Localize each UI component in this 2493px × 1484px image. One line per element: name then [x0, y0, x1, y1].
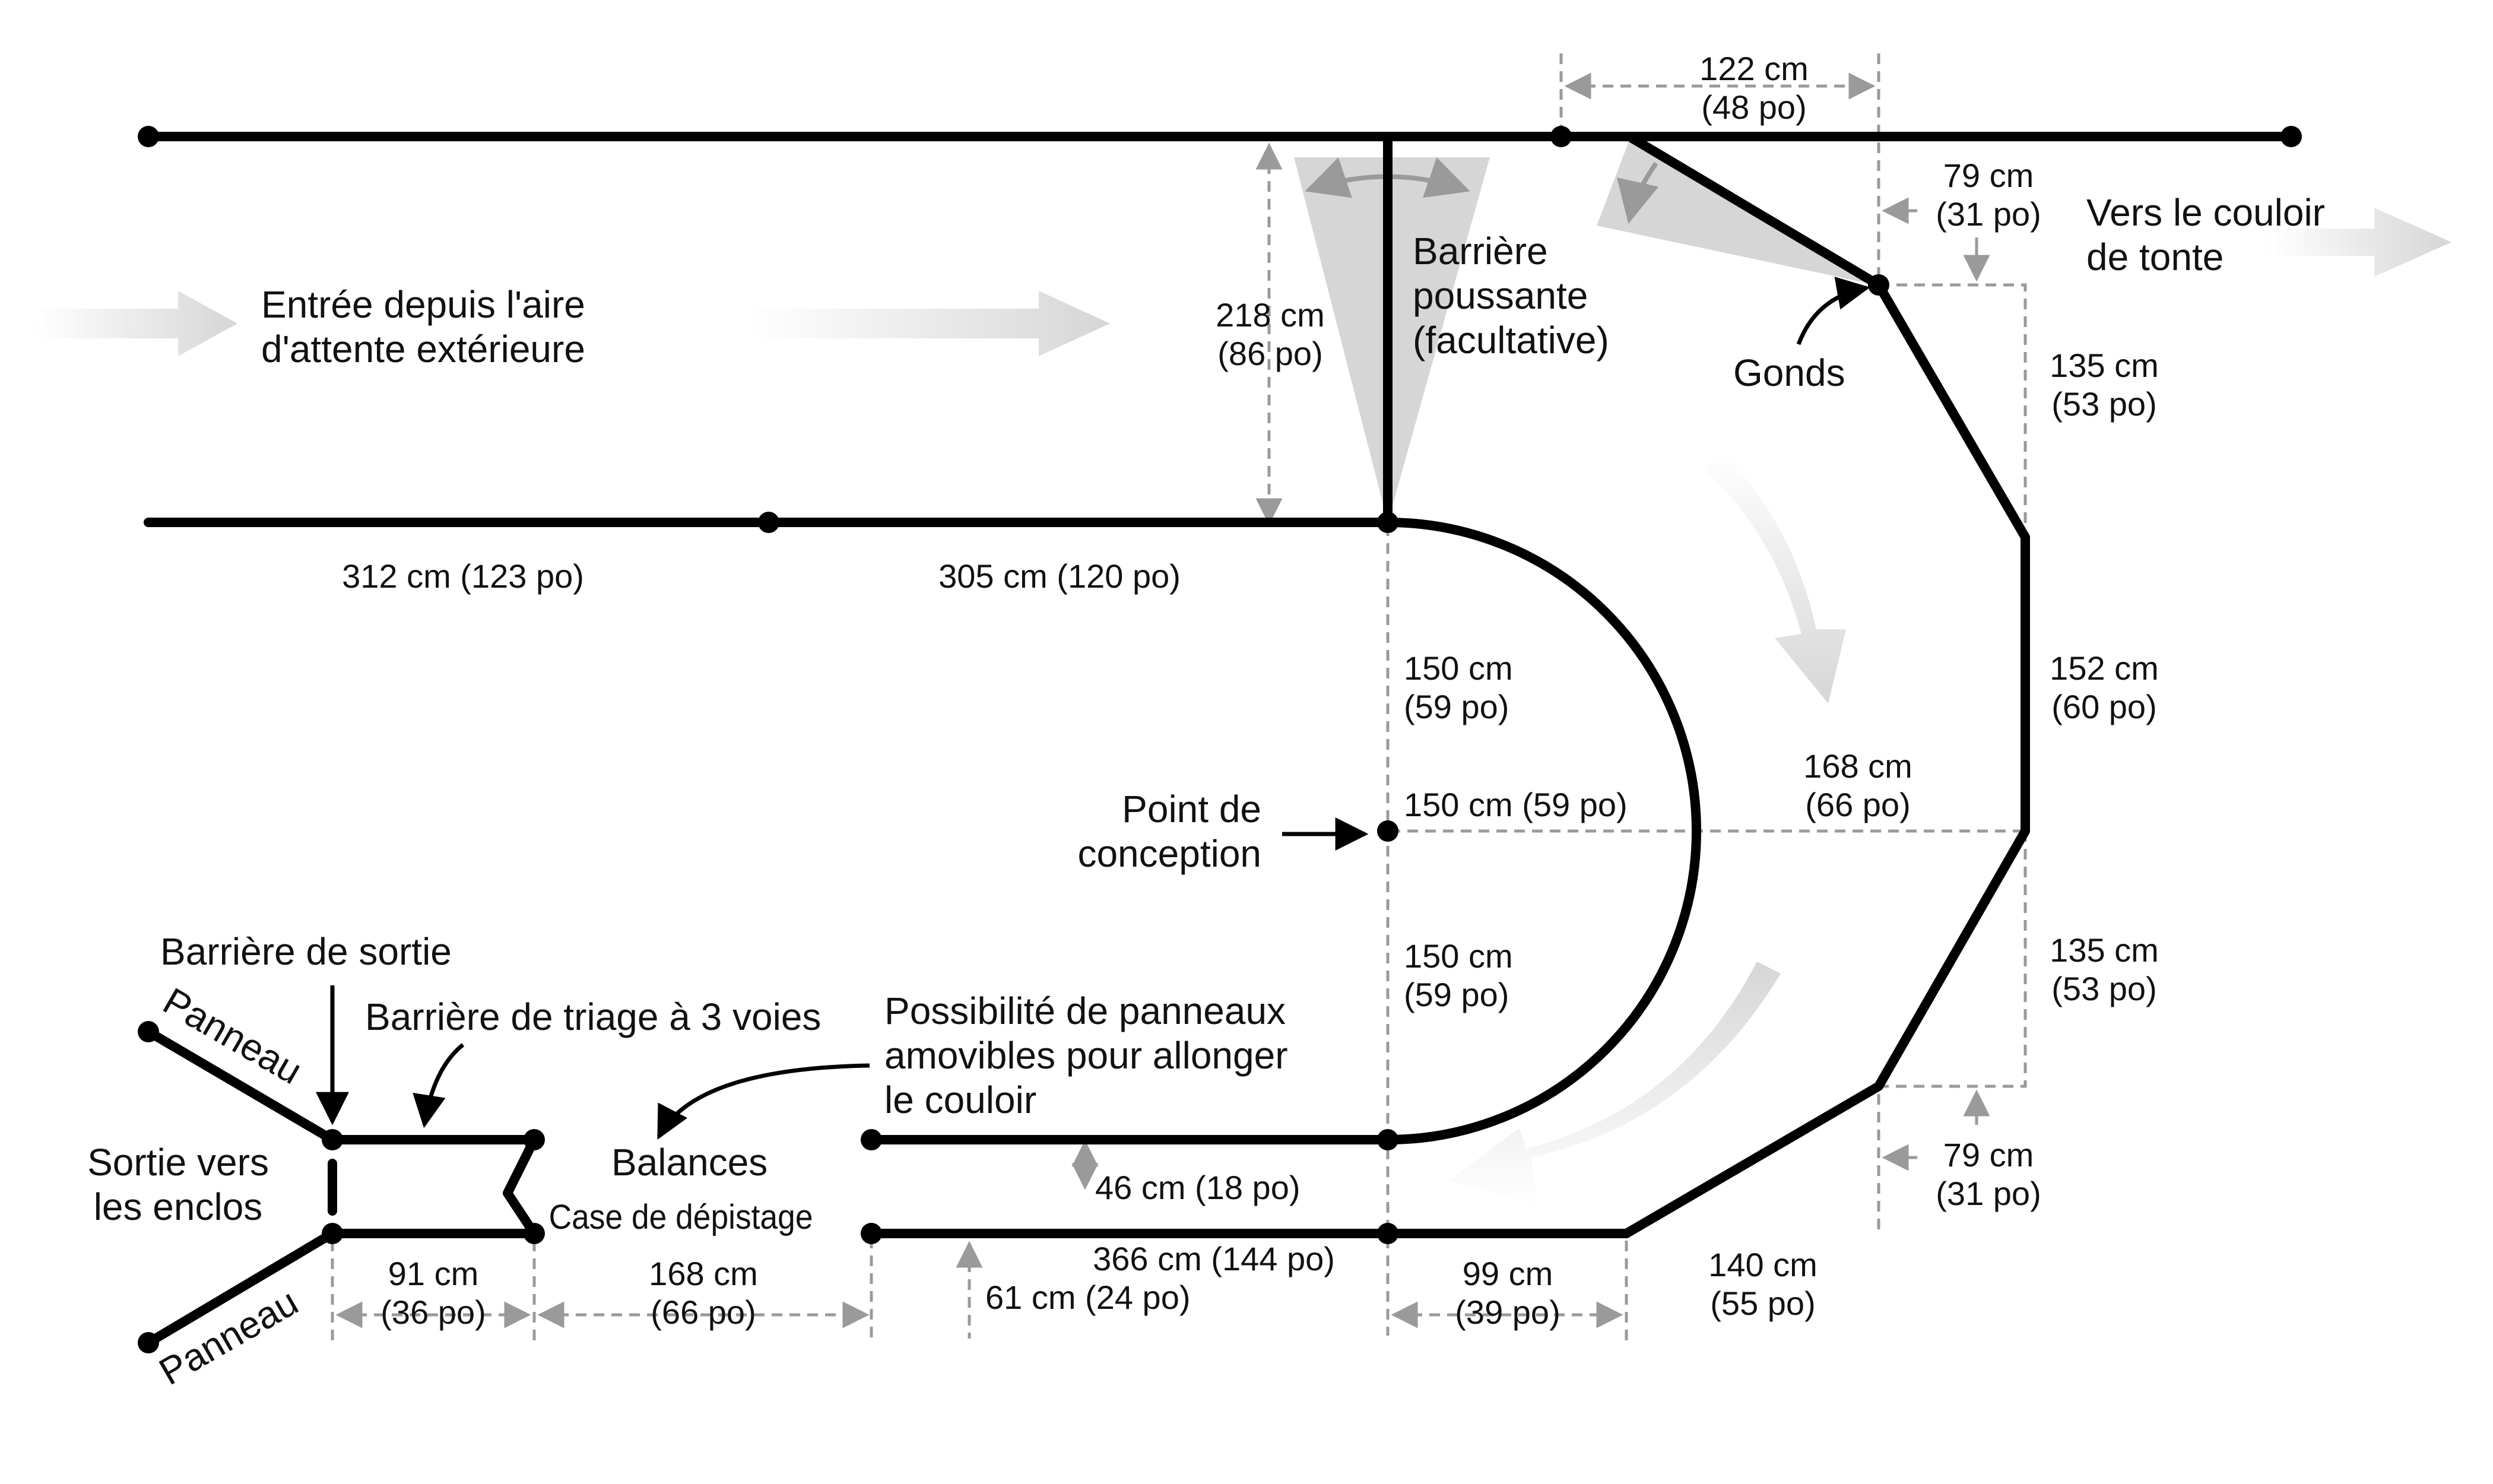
outer-crowd-wall [1622, 280, 2030, 1238]
design-point-dot [1377, 820, 1398, 842]
dim-79a-po: (31 po) [1936, 195, 2041, 233]
panel-top-wall [144, 1027, 337, 1144]
dim-168b-cm: 168 cm [649, 1255, 758, 1292]
curve-flow-arrow-left [1448, 962, 1781, 1205]
dim-91-cm: 91 cm [388, 1255, 479, 1292]
dim-61: 61 cm (24 po) [985, 1279, 1191, 1316]
dim-152-po: (60 po) [2051, 688, 2156, 725]
dim-168a-cm: 168 cm [1803, 747, 1912, 785]
dim-135b-po: (53 po) [2051, 970, 2156, 1007]
dim-79b-po: (31 po) [1936, 1175, 2041, 1212]
dim-46: 46 cm (18 po) [1095, 1169, 1301, 1206]
screening-box-label: Case de dépistage [549, 1198, 813, 1236]
dimension-labels: 122 cm (48 po) 79 cm (31 po) 218 cm (86 … [342, 50, 2159, 1331]
dim-218-po: (86 po) [1217, 335, 1322, 372]
entry-flow-arrow-1 [36, 291, 237, 356]
exit-to-shearing-arrow [2267, 208, 2451, 277]
dim-312: 312 cm (123 po) [342, 557, 584, 595]
panel-bottom-wall [144, 1229, 337, 1347]
walls [144, 132, 2296, 1347]
scales-label: Balances [611, 1141, 767, 1184]
hinged-gate-swing-arrow [1616, 161, 1659, 224]
dim-122-cm: 122 cm [1699, 50, 1809, 87]
removable-panels-label-line3: le couloir [884, 1079, 1036, 1121]
pointer-arrows [316, 277, 1870, 1140]
dim-135b-cm: 135 cm [2050, 931, 2159, 969]
dim-122-po: (48 po) [1701, 88, 1806, 126]
dim-150c-cm: 150 cm [1404, 937, 1513, 975]
dim-79b-cm: 79 cm [1943, 1136, 2034, 1174]
flow-arrows [36, 208, 2451, 1205]
hinged-gate-swing-wedge [1597, 140, 1876, 285]
push-gate-label-line3: (facultative) [1413, 319, 1609, 362]
removable-panels-label-line2: amovibles pour allonger [884, 1034, 1288, 1077]
design-point-label-line1: Point de [1122, 788, 1261, 830]
removable-panels-label-line1: Possibilité de panneaux [884, 990, 1286, 1032]
entry-label-line2: d'attente extérieure [261, 328, 585, 370]
dim-135a-cm: 135 cm [2050, 347, 2159, 384]
push-gate-label-line1: Barrière [1413, 230, 1548, 272]
dim-150a-po: (59 po) [1404, 688, 1509, 725]
panel-top-label: Panneau [156, 979, 309, 1092]
curve-flow-arrow-down [1704, 451, 1846, 703]
dim-168a-po: (66 po) [1805, 786, 1910, 823]
posts [138, 126, 2302, 1353]
dim-99-po: (39 po) [1455, 1293, 1560, 1331]
dim-152-cm: 152 cm [2050, 649, 2159, 687]
dim-135a-po: (53 po) [2051, 385, 2156, 423]
removable-panels-pointer-arrow [656, 1063, 870, 1140]
sorting-gate-pointer-arrow [413, 1043, 465, 1128]
dim-366: 366 cm (144 po) [1093, 1240, 1335, 1277]
hinged-gate [1625, 132, 1883, 290]
inner-curve-wall [1383, 518, 1701, 1144]
dim-150b: 150 cm (59 po) [1404, 786, 1628, 823]
dim-150a-cm: 150 cm [1404, 649, 1513, 687]
sorting-gate-label: Barrière de triage à 3 voies [365, 995, 821, 1038]
design-point-label-line2: conception [1077, 832, 1261, 875]
labels: Entrée depuis l'aire d'attente extérieur… [87, 191, 2325, 1393]
to-shearing-label-line2: de tonte [2086, 236, 2224, 278]
exit-gate-label: Barrière de sortie [160, 930, 452, 973]
entry-label-line1: Entrée depuis l'aire [261, 283, 585, 326]
dim-218-cm: 218 cm [1216, 296, 1325, 334]
dim-91-po: (36 po) [380, 1293, 486, 1331]
hinges-label: Gonds [1733, 351, 1845, 394]
exit-pens-label-line2: les enclos [94, 1185, 263, 1228]
to-shearing-label-line1: Vers le couloir [2086, 191, 2325, 234]
dim-168b-po: (66 po) [651, 1293, 756, 1331]
dim-79a-cm: 79 cm [1943, 157, 2034, 194]
entry-flow-arrow-2 [748, 291, 1110, 356]
dim-140-cm: 140 cm [1708, 1246, 1818, 1283]
sorting-gate-leaf [503, 1135, 539, 1238]
dim-150c-po: (59 po) [1404, 976, 1509, 1013]
hinges-pointer-arrow [1796, 277, 1870, 345]
push-gate-label-line2: poussante [1413, 274, 1588, 317]
exit-pens-label-line1: Sortie vers [87, 1141, 269, 1184]
dim-140-po: (55 po) [1710, 1285, 1815, 1322]
dim-99-cm: 99 cm [1463, 1255, 1553, 1292]
dim-305: 305 cm (120 po) [938, 557, 1181, 595]
